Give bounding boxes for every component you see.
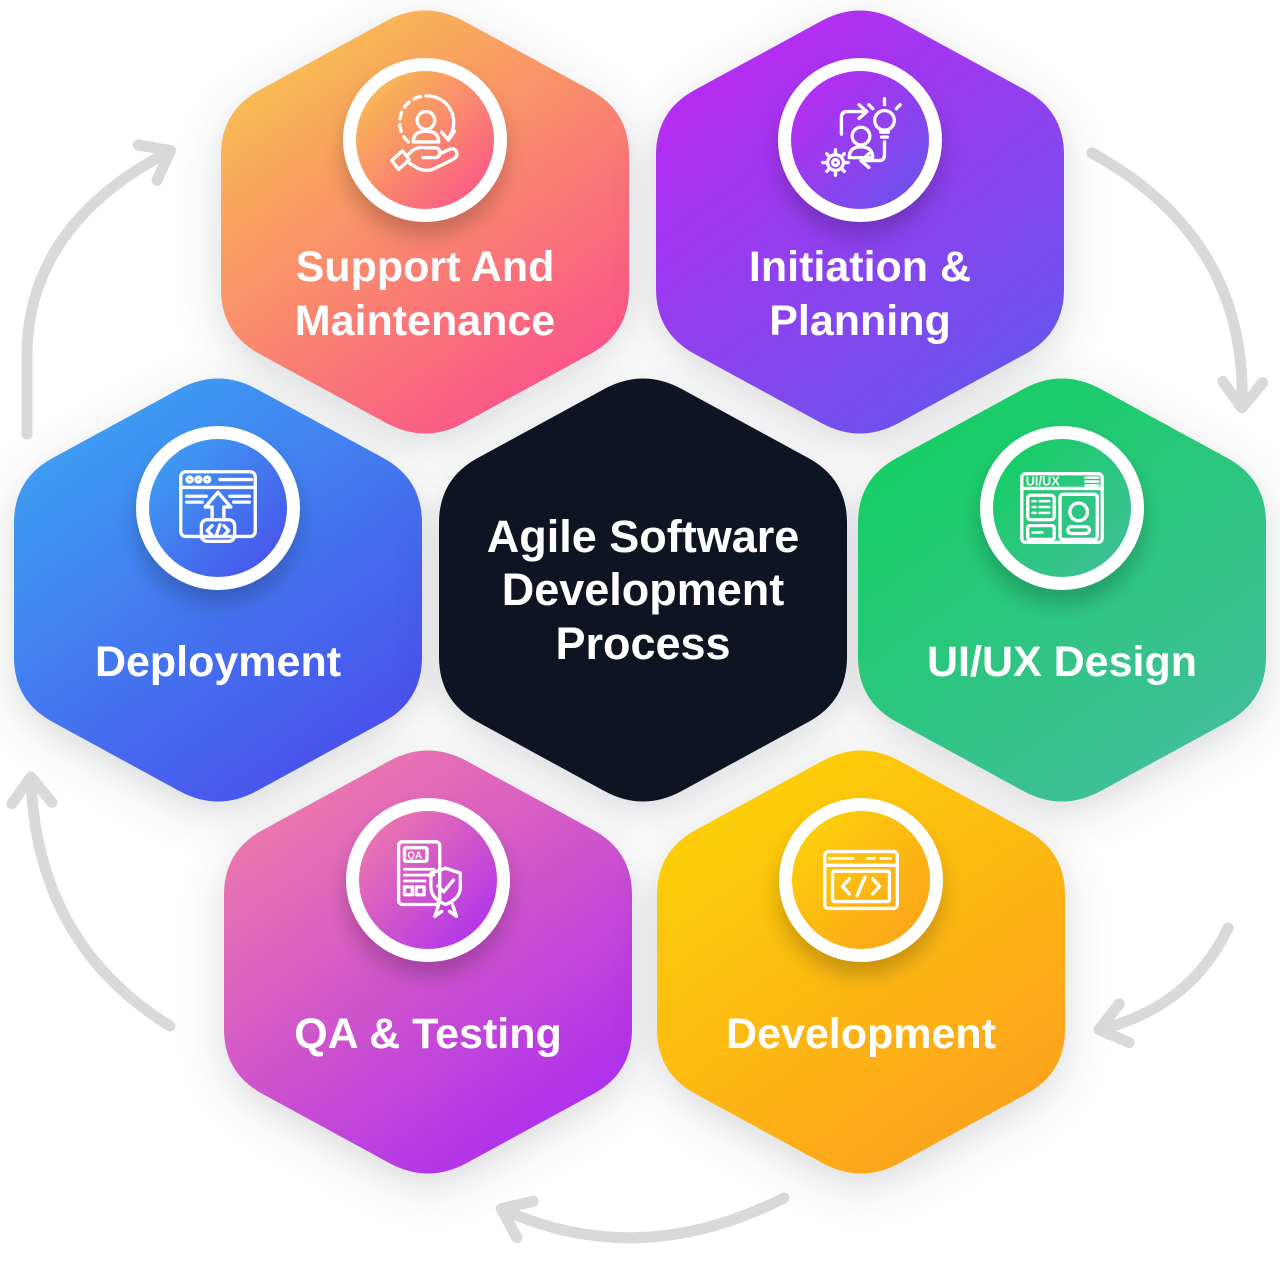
support-maintenance-icon — [390, 94, 459, 173]
initiation-planning-badge — [778, 58, 942, 222]
qa-testing-badge: QA — [346, 798, 510, 962]
svg-text:QA: QA — [407, 850, 422, 861]
node-deployment: Deployment — [14, 368, 422, 812]
support-maintenance-badge — [343, 58, 507, 222]
node-support-maintenance: Support And Maintenance — [221, 0, 629, 444]
node-development: Development — [657, 740, 1065, 1184]
node-label: Initiation & Planning — [748, 242, 972, 345]
node-qa-testing: QA QA & Testing — [224, 740, 632, 1184]
svg-text:UI/UX: UI/UX — [1026, 473, 1060, 488]
node-label: UI/UX Design — [927, 637, 1197, 686]
hexagon-shape — [657, 750, 1065, 1174]
uiux-design-icon: UI/UX — [1020, 472, 1104, 544]
hexagon-shape — [221, 10, 629, 434]
arrow-right-bottom — [1093, 922, 1234, 1049]
arrow-bottom — [495, 1192, 790, 1244]
diagram-title: Agile Software Development Process — [486, 511, 800, 669]
node-uiux-design: UI/UX UI/UX Design — [858, 368, 1266, 812]
development-badge — [779, 798, 943, 962]
qa-testing-icon: QA — [396, 840, 463, 918]
hexagon-shape — [656, 10, 1064, 434]
arrow-left-bottom — [6, 771, 176, 1032]
node-label: Support And Maintenance — [294, 242, 556, 345]
node-label: Deployment — [94, 637, 342, 686]
hexagon-shape — [224, 750, 632, 1174]
hexagon-shape — [858, 378, 1266, 802]
development-icon — [823, 849, 899, 911]
center-node: Agile Software Development Process — [439, 368, 847, 812]
deployment-icon — [179, 470, 257, 543]
uiux-design-badge: UI/UX — [980, 426, 1144, 590]
node-initiation-planning: Initiation & Planning — [656, 0, 1064, 444]
initiation-planning-icon — [821, 97, 902, 177]
node-label: Development — [725, 1009, 996, 1058]
deployment-badge — [136, 426, 300, 590]
node-label: QA & Testing — [294, 1009, 562, 1058]
hexagon-shape — [439, 378, 847, 802]
hexagon-shape — [14, 378, 422, 802]
